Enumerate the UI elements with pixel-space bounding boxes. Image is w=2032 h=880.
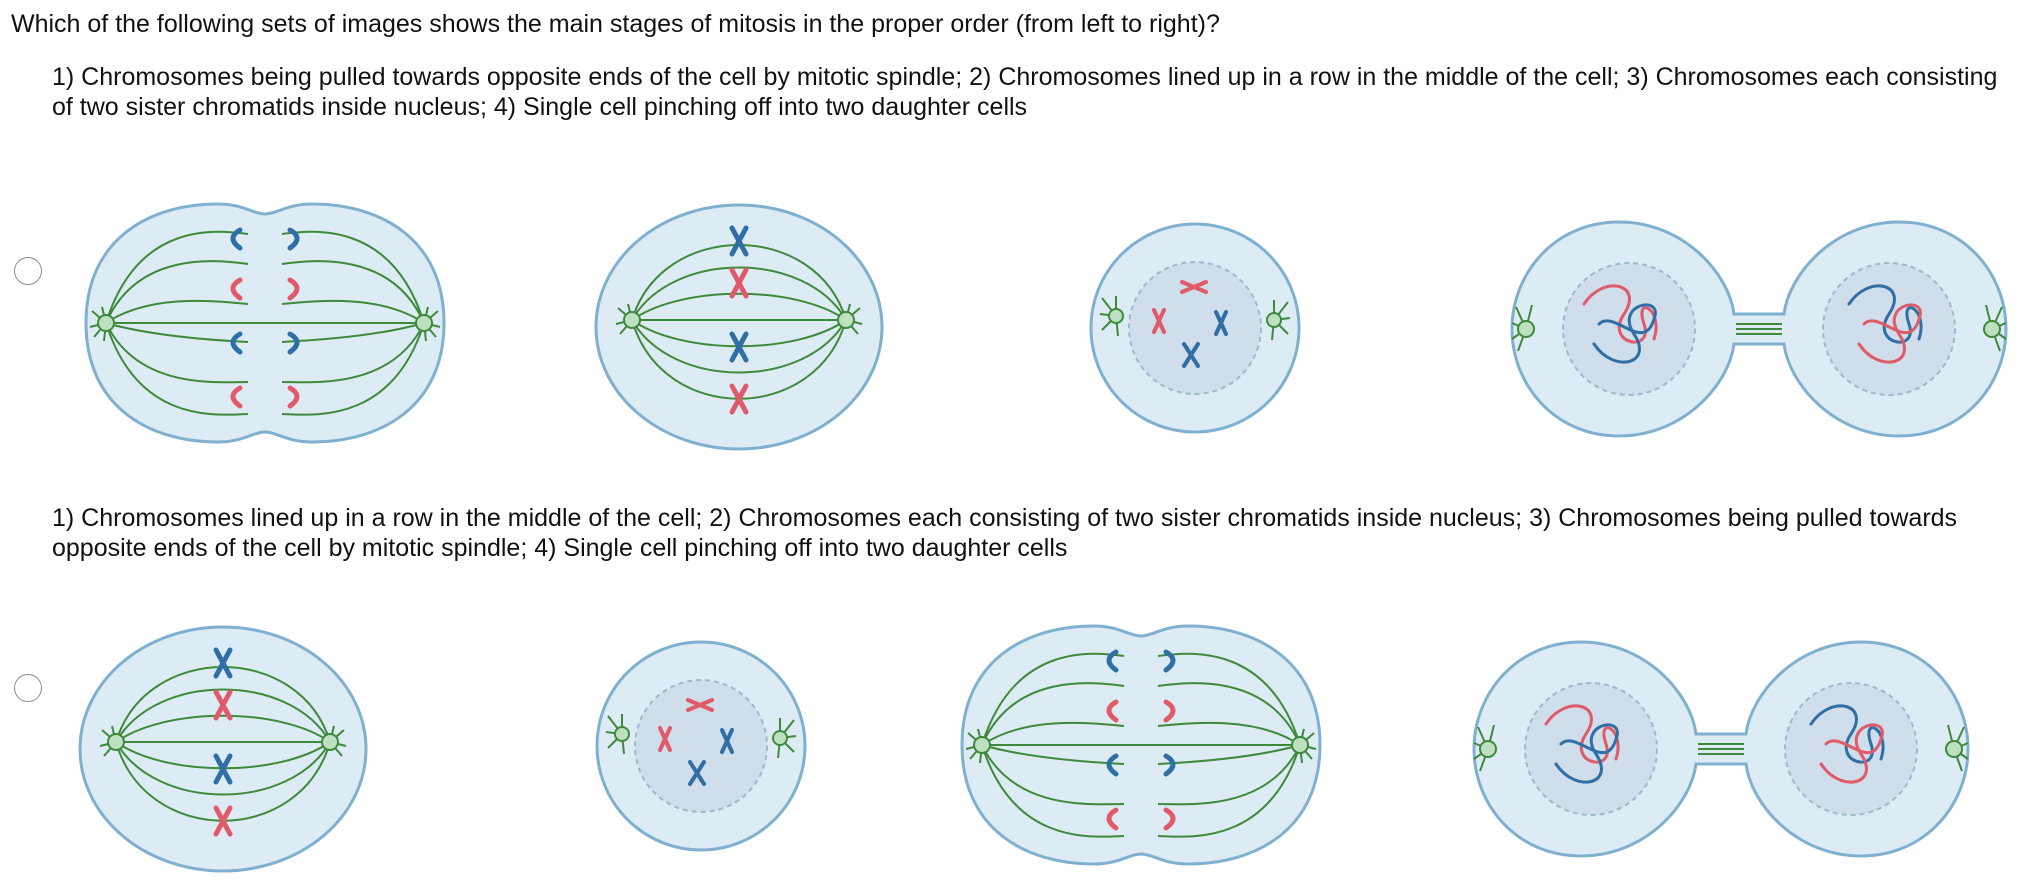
choice-2-label: 1) Chromosomes lined up in a row in the … <box>52 504 1958 562</box>
choice-1-anaphase-image <box>78 200 452 446</box>
choice-1-label: 1) Chromosomes being pulled towards oppo… <box>52 63 1998 121</box>
choice-1-telophase-image <box>1504 214 2014 444</box>
choice-2-prophase-image <box>594 636 808 856</box>
choice-2-metaphase-image <box>76 622 370 876</box>
choice-2-anaphase-image <box>954 622 1328 868</box>
choice-1-radio[interactable] <box>14 257 42 285</box>
question-text: Which of the following sets of images sh… <box>11 10 1220 38</box>
choice-2-telophase-image <box>1466 634 1976 864</box>
choice-1-metaphase-image <box>592 200 886 454</box>
choice-1-prophase-image <box>1088 218 1302 438</box>
choice-2-radio[interactable] <box>14 674 42 702</box>
